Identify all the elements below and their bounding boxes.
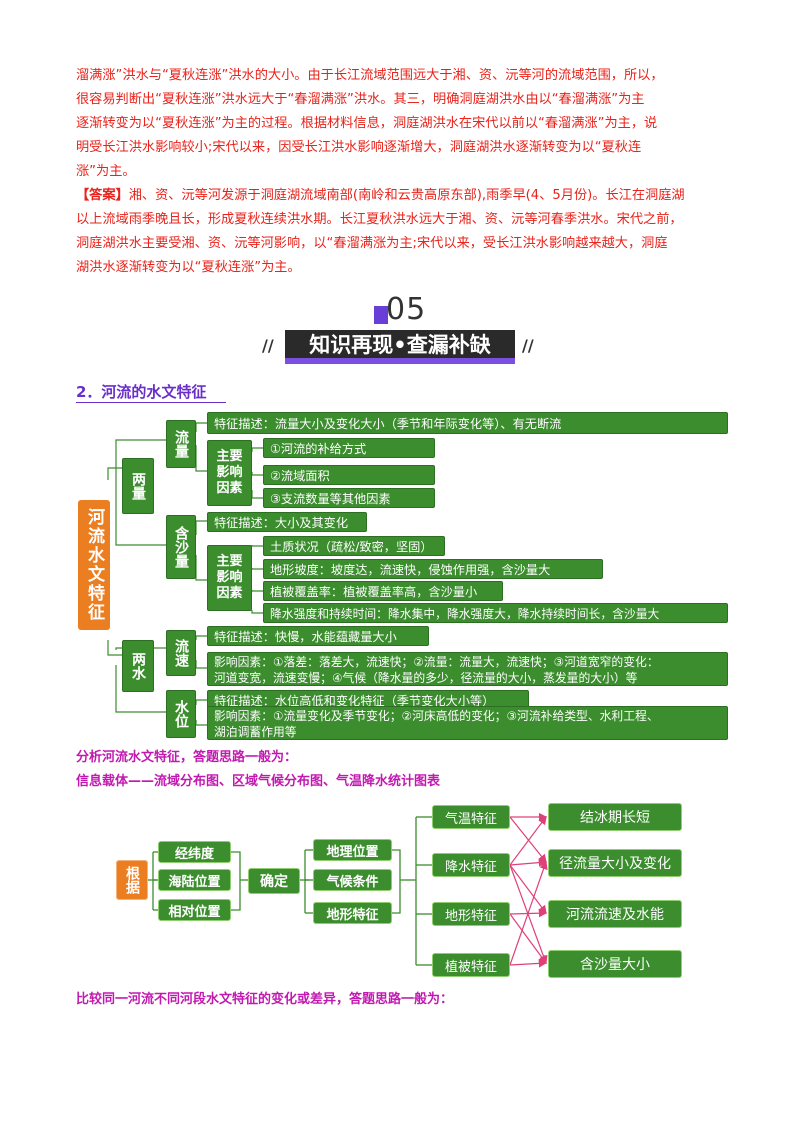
shuiwei-factors: 影响因素：①流量变化及季节变化；②河床高低的变化；③河流补给类型、水利工程、 湖…: [207, 706, 728, 740]
determine-node: 确定: [248, 868, 300, 894]
hanshaliang-factor-item: 土质状况（疏松/致密，坚固）: [263, 536, 445, 556]
section-number: 05: [386, 292, 427, 327]
root-node: 河流水文特征: [78, 500, 110, 630]
section-title-underline: [76, 402, 226, 403]
node-label: 水位: [173, 700, 189, 728]
factor-line: 河道变宽，流速变慢；④气候（降水量的多少，径流量的大小，蒸发量的大小）等: [214, 671, 638, 685]
factor-line: 影响因素：①落差：落差大，流速快；②流量：流量大，流速快；③河道宽窄的变化：: [214, 655, 659, 669]
condition-item: 地形特征: [313, 902, 392, 924]
result-item: 径流量大小及变化: [548, 849, 682, 877]
number-accent-block: [374, 306, 388, 324]
text-line: 很容易判断出“夏秋连涨”洪水远大于“春溜满涨”洪水。其三，明确洞庭湖洪水由以“春…: [76, 92, 645, 107]
feature-item: 降水特征: [432, 853, 510, 877]
text-line: 明受长江洪水影响较小;宋代以来，因受长江洪水影响逐渐增大，洞庭湖洪水逐渐转变为以…: [76, 140, 642, 155]
feature-item: 气温特征: [432, 805, 510, 829]
node-liusu: 流速: [166, 630, 196, 676]
basis-item: 相对位置: [158, 899, 231, 921]
condition-item: 气候条件: [313, 869, 392, 891]
answer-line: 湘、资、沅等河发源于洞庭湖流域南部(南岭和云贵高原东部),雨季早(4、5月份)。…: [128, 188, 685, 203]
liuliang-factor-item: ①河流的补给方式: [263, 438, 435, 458]
basis-root: 根据: [116, 860, 148, 900]
group-label: 两量: [130, 472, 146, 500]
answer-line: 湖洪水逐渐转变为以“夏秋连涨”为主。: [76, 260, 301, 275]
node-liuliang: 流量: [166, 420, 196, 468]
liuliang-factor-item: ③支流数量等其他因素: [263, 488, 435, 508]
shuiwei-feature: 特征描述：水位高低和变化特征（季节变化大小等）: [207, 690, 529, 710]
note-info-carrier: 信息载体——流域分布图、区域气候分布图、气温降水统计图表: [76, 774, 441, 789]
root-label: 河流水文特征: [84, 508, 104, 622]
hanshaliang-factor-item: 地形坡度：坡度达，流速快，侵蚀作用强，含沙量大: [263, 559, 603, 579]
banner-underline: [285, 358, 515, 364]
banner-slashes-left: //: [262, 336, 274, 355]
text-line: 溜满涨”洪水与“夏秋连涨”洪水的大小。由于长江流域范围远大于湘、资、沅等河的流域…: [76, 68, 664, 83]
node-hanshaliang: 含沙量: [166, 515, 196, 579]
node-shuiwei: 水位: [166, 690, 196, 738]
factors-node-liuliang: 主要影响因素: [207, 440, 252, 506]
hanshaliang-feature: 特征描述：大小及其变化: [207, 512, 367, 532]
factor-line: 湖泊调蓄作用等: [214, 725, 297, 739]
factors-node-hanshaliang: 主要影响因素: [207, 545, 252, 611]
liuliang-feature: 特征描述：流量大小及变化大小（季节和年际变化等）、有无断流: [207, 412, 728, 434]
group-node-liangliang: 两量: [122, 458, 154, 514]
hanshaliang-factor-item: 植被覆盖率：植被覆盖率高，含沙量小: [263, 581, 503, 601]
banner-title: 知识再现•查漏补缺: [285, 330, 515, 360]
result-item: 河流流速及水能: [548, 900, 682, 928]
banner-slashes-right: //: [522, 336, 534, 355]
result-item: 含沙量大小: [548, 950, 682, 978]
note-analysis: 分析河流水文特征，答题思路一般为：: [76, 750, 298, 765]
basis-item: 经纬度: [158, 841, 231, 863]
answer-line: 以上流域雨季晚且长，形成夏秋连续洪水期。长江夏秋洪水远大于湘、资、沅等河春季洪水…: [76, 212, 683, 227]
condition-item: 地理位置: [313, 839, 392, 861]
result-item: 结冰期长短: [548, 803, 682, 831]
answer-paragraph: 【答案】湘、资、沅等河发源于洞庭湖流域南部(南岭和云贵高原东部),雨季早(4、5…: [76, 184, 726, 280]
factor-line: 影响因素：①流量变化及季节变化；②河床高低的变化；③河流补给类型、水利工程、: [214, 709, 659, 723]
note-compare: 比较同一河流不同河段水文特征的变化或差异，答题思路一般为：: [76, 992, 454, 1007]
basis-item: 海陆位置: [158, 869, 231, 891]
text-line: 【答案】湘、资、沅等河发源于洞庭湖流域南部(南岭和云贵高原东部),雨季早(4、5…: [76, 184, 726, 208]
node-label: 流速: [173, 639, 189, 667]
section-title: 2．河流的水文特征: [76, 383, 207, 401]
node-label: 含沙量: [173, 526, 189, 568]
node-label: 流量: [173, 430, 189, 458]
answer-line: 洞庭湖洪水主要受湘、资、沅等河影响，以“春溜满涨为主;宋代以来，受长江洪水影响越…: [76, 236, 668, 251]
group-label: 两水: [130, 652, 146, 680]
feature-item: 植被特征: [432, 953, 510, 977]
text-line: 涨”为主。: [76, 164, 136, 179]
liusu-feature: 特征描述：快慢，水能蕴藏量大小: [207, 626, 429, 646]
feature-item: 地形特征: [432, 902, 510, 926]
group-node-liangshui: 两水: [122, 640, 154, 692]
answer-tag: 【答案】: [76, 188, 129, 203]
liusu-factors: 影响因素：①落差：落差大，流速快；②流量：流量大，流速快；③河道宽窄的变化： 河…: [207, 652, 728, 686]
text-line: 逐渐转变为以“夏秋连涨”为主的过程。根据材料信息，洞庭湖洪水在宋代以前以“春溜满…: [76, 116, 658, 131]
basis-root-label: 根据: [124, 866, 140, 894]
liuliang-factor-item: ②流域面积: [263, 465, 435, 485]
hanshaliang-factor-item: 降水强度和持续时间：降水集中，降水强度大，降水持续时间长，含沙量大: [263, 603, 728, 623]
explanation-paragraph: 溜满涨”洪水与“夏秋连涨”洪水的大小。由于长江流域范围远大于湘、资、沅等河的流域…: [76, 64, 726, 184]
